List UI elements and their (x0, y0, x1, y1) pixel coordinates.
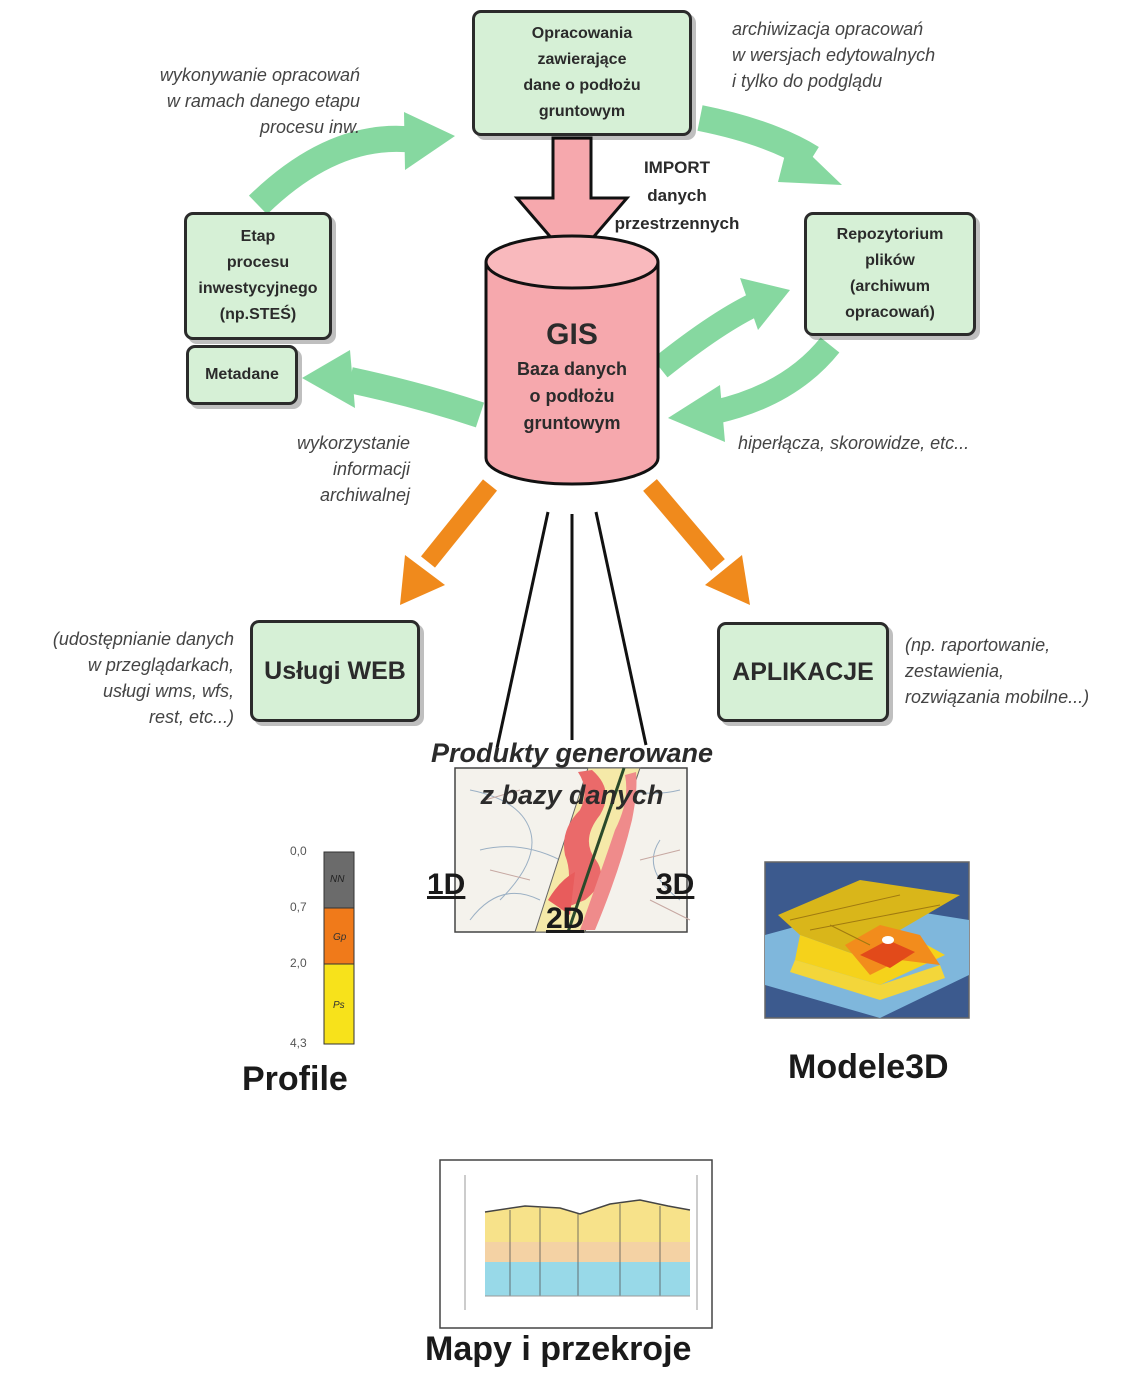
profile-tick: 2,0 (290, 956, 307, 970)
arrow-gis-to-metadane (347, 367, 485, 428)
arrow-gis-to-web-head (400, 555, 445, 605)
profile-layer-ps (323, 963, 355, 1045)
profile-layer-gp (323, 907, 355, 965)
gis-cylinder (484, 234, 660, 486)
arrow-gis-to-repozytorium-head (740, 278, 790, 330)
arrow-repozytorium-to-gis (712, 337, 840, 424)
products-label: Produkty generowane z bazy danych (430, 738, 714, 810)
line-gis-1d (495, 511, 550, 749)
arrow-repozytorium-to-gis-head (668, 385, 725, 442)
profile-tick: 4,3 (290, 1036, 307, 1050)
label-1d: 1D (427, 868, 466, 901)
profile-tick: 0,0 (290, 844, 307, 858)
note-wykonywanie: wykonywanie opracowań w ramach danego et… (159, 65, 360, 137)
note-hiperlacza: hiperłącza, skorowidze, etc... (738, 433, 970, 453)
map-thumbnail (454, 767, 691, 933)
arrow-gis-to-web (420, 479, 498, 568)
gis-subtitle: Baza danych o podłożu gruntowym (516, 359, 628, 433)
import-label: IMPORT danych przestrzennych (614, 158, 740, 233)
arrow-opracowania-to-repozytorium-head (778, 135, 842, 185)
box-uslugi-web: Usługi WEB (250, 620, 420, 722)
profile-layer-label: Gp (333, 932, 347, 943)
profile-layer-label: NN (330, 874, 345, 885)
box-etap: Etap procesu inwestycyjnego (np.STEŚ) (184, 212, 332, 340)
gis-title: GIS (546, 318, 598, 351)
note-archiwizacja: archiwizacja opracowań w wersjach edytow… (732, 19, 936, 91)
import-arrow (513, 136, 631, 265)
profile-column (323, 851, 355, 1045)
arrow-gis-to-metadane-head (302, 350, 355, 408)
section-thumbnail (439, 1159, 713, 1329)
box-opracowania: Opracowania zawierające dane o podłożu g… (472, 10, 692, 136)
label-mapy-przekroje: Mapy i przekroje (425, 1330, 692, 1368)
arrow-gis-to-repozytorium (652, 291, 766, 378)
box-metadane: Metadane (186, 345, 298, 405)
model3d-thumbnail (764, 861, 970, 1019)
profile-layer-nn (323, 851, 355, 909)
note-raportowanie: (np. raportowanie, zestawienia, rozwiąza… (905, 635, 1090, 707)
arrow-etap-to-opracowania (248, 125, 417, 215)
profile-layer-label: Ps (333, 1000, 345, 1011)
note-wykorzystanie: wykorzystanie informacji archiwalnej (296, 433, 410, 505)
profile-tick: 0,7 (290, 900, 307, 914)
line-gis-3d (594, 511, 648, 746)
arrow-gis-to-aplikacje-head (705, 555, 750, 605)
label-3d: 3D (656, 868, 695, 901)
note-udostepnianie: (udostępnianie danych w przeglądarkach, … (52, 629, 234, 727)
box-repozytorium: Repozytorium plików (archiwum opracowań) (804, 212, 976, 336)
label-2d: 2D (546, 902, 585, 935)
arrow-etap-to-opracowania-head (404, 112, 455, 170)
box-aplikacje: APLIKACJE (717, 622, 889, 722)
arrow-gis-to-aplikacje (643, 479, 725, 571)
label-modele3d: Modele3D (788, 1048, 949, 1086)
label-profile: Profile (242, 1060, 348, 1098)
